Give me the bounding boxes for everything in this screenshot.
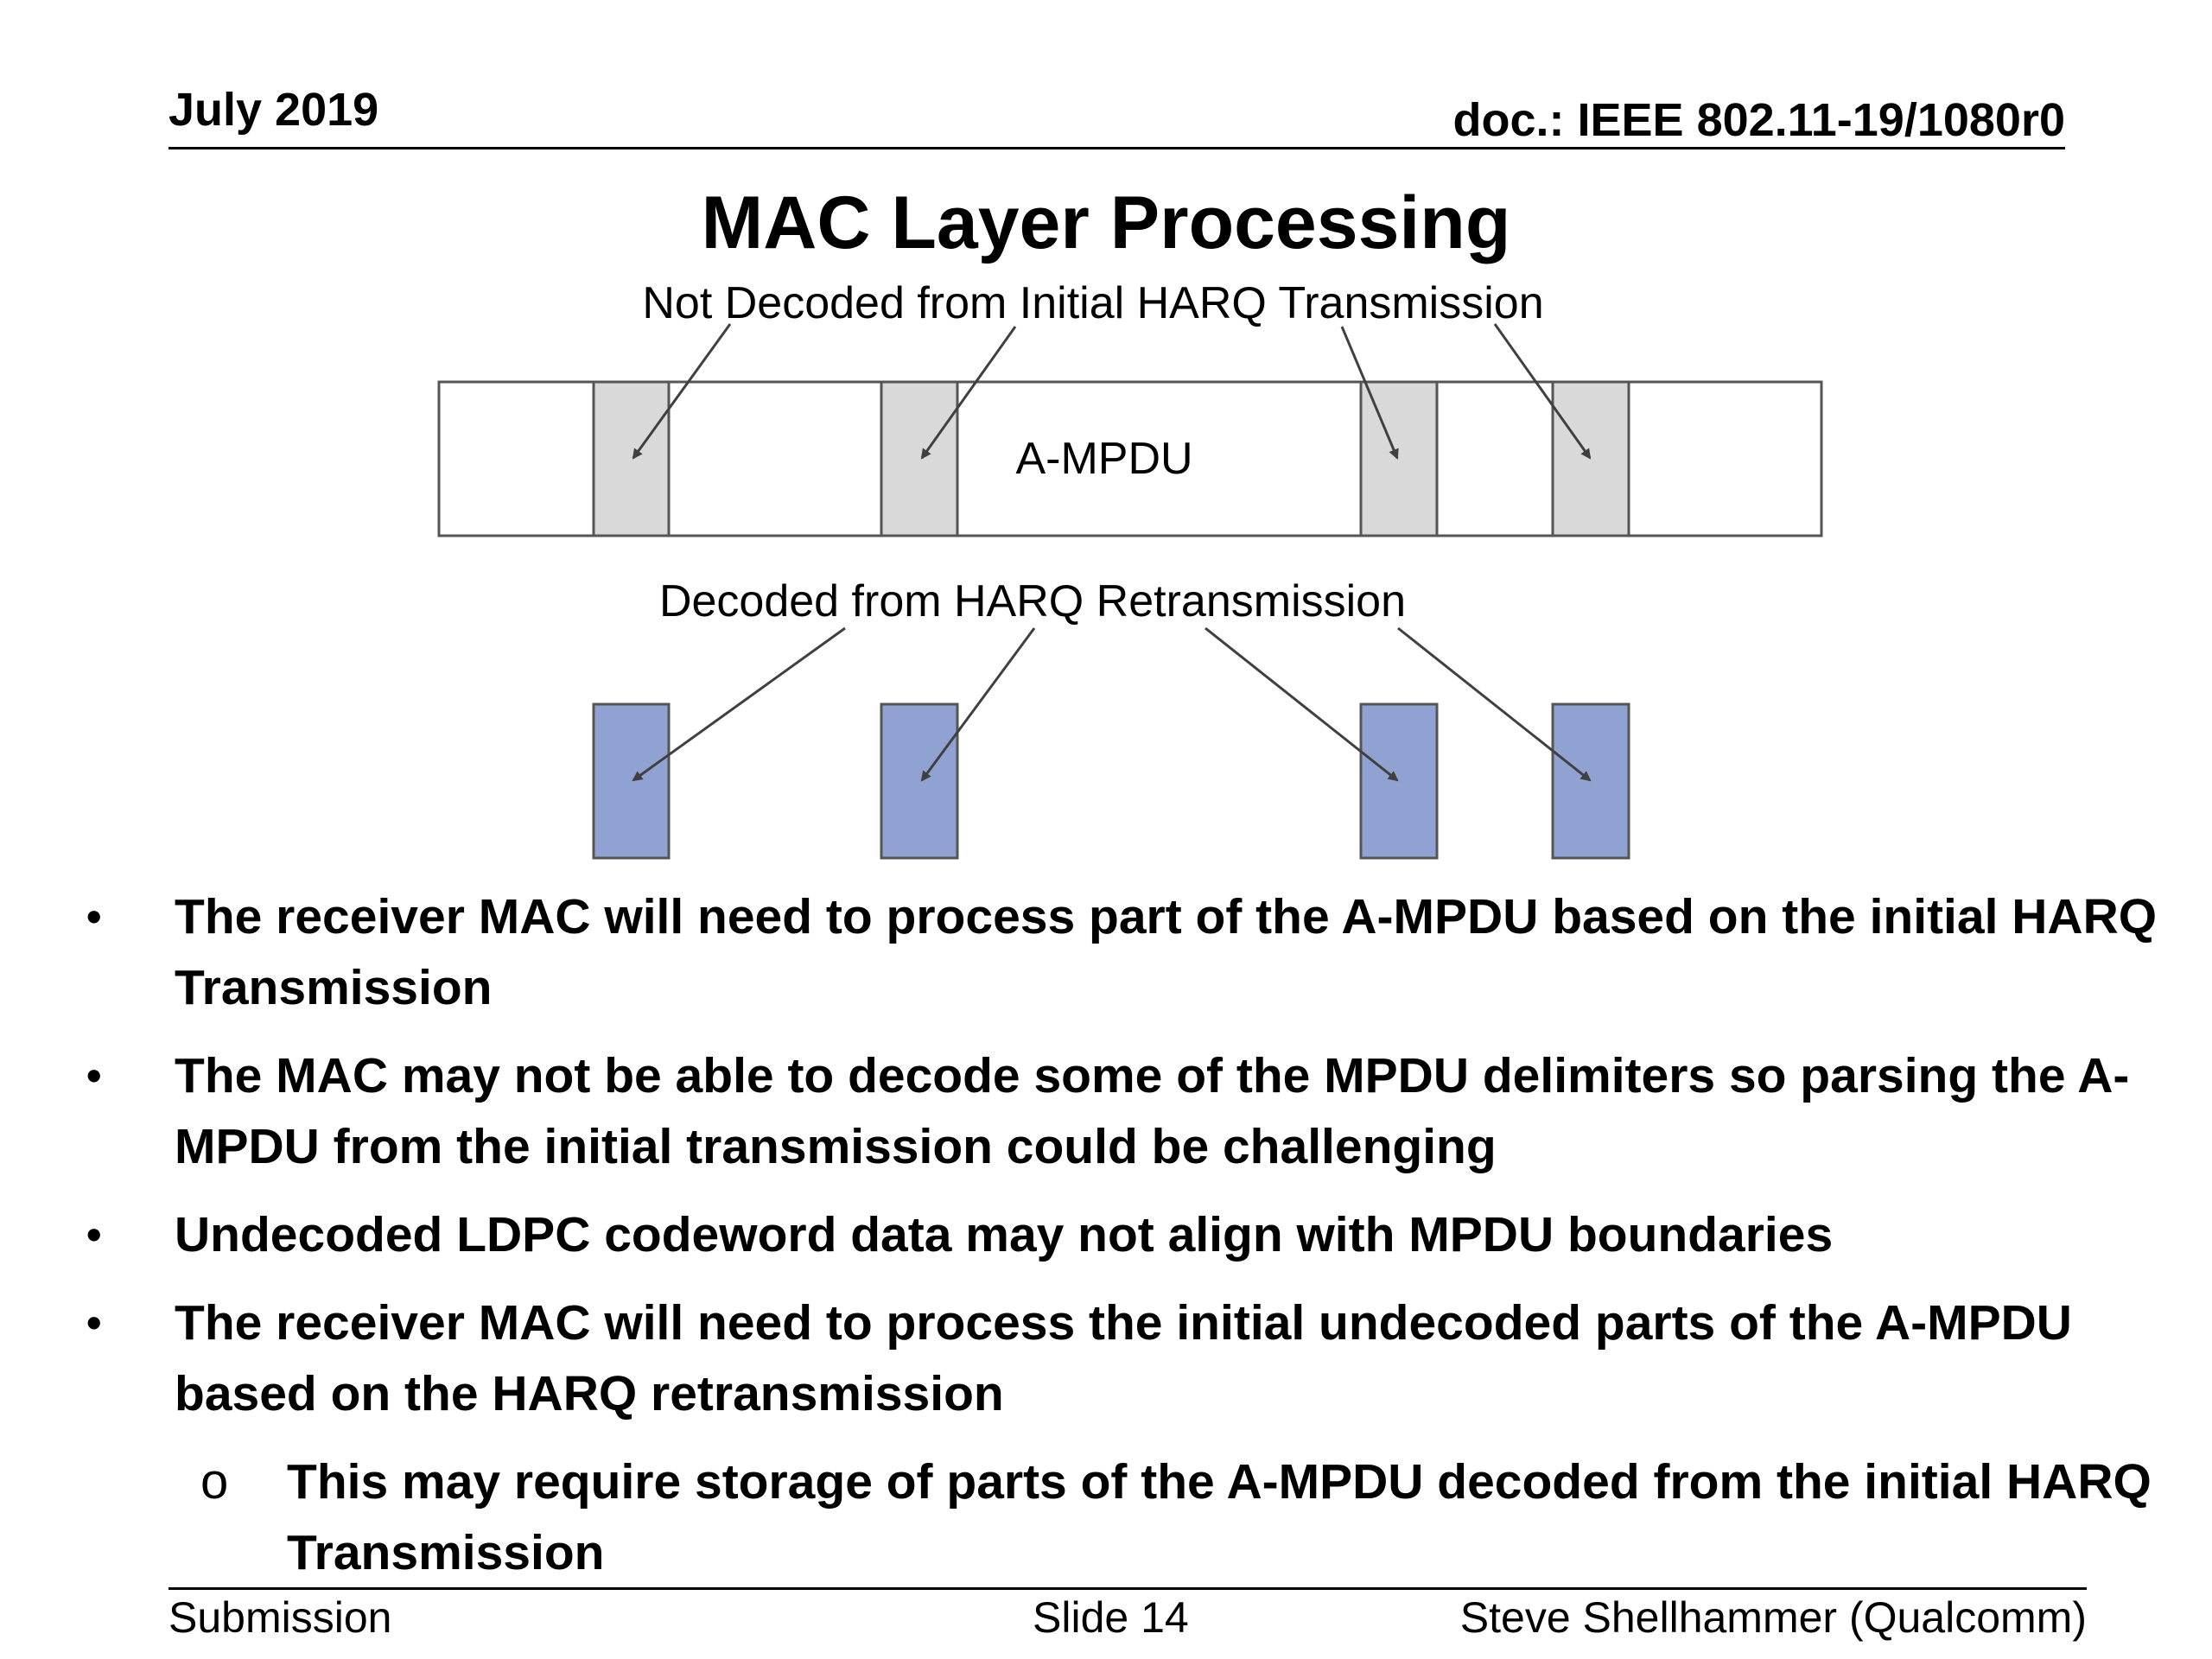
arrow-top-2	[920, 326, 1017, 460]
undecoded-segment-4	[1551, 380, 1630, 537]
bullet-text: The receiver MAC will need to process pa…	[175, 889, 2158, 1015]
header-divider	[168, 147, 2065, 149]
header-date: July 2019	[168, 84, 379, 136]
bullet-item: • The receiver MAC will need to process …	[86, 881, 2160, 1023]
bullet-text: The MAC may not be able to decode some o…	[175, 1048, 2130, 1174]
arrow-bottom-3	[1205, 626, 1399, 782]
footer-slide-number: Slide 14	[1033, 1593, 1189, 1642]
footer-submission: Submission	[168, 1593, 392, 1642]
bullet-list: • The receiver MAC will need to process …	[86, 881, 2160, 1605]
arrow-bottom-1	[632, 626, 846, 782]
bullet-text: The receiver MAC will need to process th…	[175, 1295, 2072, 1421]
footer-divider	[168, 1587, 2087, 1590]
bullet-item: • The MAC may not be able to decode some…	[86, 1040, 2160, 1182]
footer-author: Steve Shellhammer (Qualcomm)	[1459, 1593, 2087, 1642]
arrow-top-3	[1340, 326, 1399, 460]
decoded-segment-4	[1551, 702, 1630, 860]
undecoded-segment-1	[592, 380, 671, 537]
bullet-marker: •	[86, 1299, 102, 1347]
arrow-top-1	[632, 323, 732, 460]
decoded-segment-2	[880, 702, 959, 860]
header-doc-id: doc.: IEEE 802.11-19/1080r0	[1452, 94, 2065, 146]
bullet-marker: •	[86, 1211, 102, 1259]
sub-bullet-text: This may require storage of parts of the…	[287, 1454, 2152, 1580]
bullet-item: • The receiver MAC will need to process …	[86, 1287, 2160, 1429]
label-decoded: Decoded from HARQ Retransmission	[659, 576, 1406, 626]
arrow-bottom-4	[1397, 626, 1592, 782]
undecoded-segment-2	[880, 380, 959, 537]
label-ampdu: A-MPDU	[1015, 434, 1192, 484]
decoded-segment-3	[1359, 702, 1439, 860]
sub-bullet-marker: o	[200, 1453, 229, 1510]
decoded-segment-1	[592, 702, 671, 860]
slide-title: MAC Layer Processing	[701, 181, 1511, 264]
bullet-item: • Undecoded LDPC codeword data may not a…	[86, 1199, 2160, 1270]
sub-bullet-item: o This may require storage of parts of t…	[86, 1446, 2160, 1588]
bullet-text: Undecoded LDPC codeword data may not ali…	[175, 1207, 1834, 1262]
bullet-marker: •	[86, 1052, 102, 1100]
arrow-top-4	[1493, 323, 1592, 460]
undecoded-segment-3	[1359, 380, 1439, 537]
arrow-bottom-2	[920, 627, 1036, 782]
label-not-decoded: Not Decoded from Initial HARQ Transmissi…	[642, 278, 1543, 328]
ampdu-diagram: Not Decoded from Initial HARQ Transmissi…	[437, 278, 1823, 860]
bullet-marker: •	[86, 893, 102, 941]
